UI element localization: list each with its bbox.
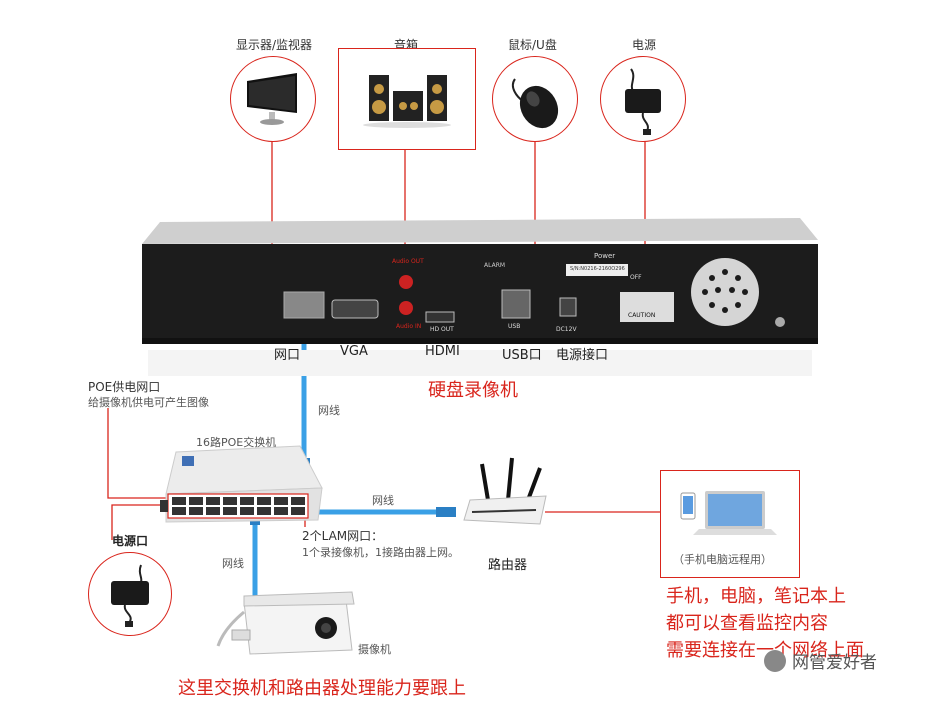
switch-power-label: 电源口 [112, 534, 149, 548]
switch-power-connector [111, 504, 165, 540]
mouse-label: 鼠标/U盘 [508, 38, 557, 52]
camera-hood [243, 591, 355, 607]
camera-cable [216, 610, 245, 647]
plug-2 [436, 507, 456, 517]
poe-desc: 给摄像机供电可产生图像 [88, 396, 209, 409]
nvr-bottom [142, 338, 818, 344]
poe-ports [172, 497, 305, 515]
port-label-network: 网口 [274, 348, 301, 363]
hd-out-text: HD OUT [430, 326, 454, 333]
switch-power-port [160, 500, 168, 512]
remote-caption: （手机电脑远程用） [673, 553, 772, 566]
remote-devices-icon [680, 491, 777, 535]
vga-port [331, 299, 379, 319]
port-label-usb: USB口 [502, 348, 542, 363]
antenna-1 [480, 463, 490, 501]
serial-sticker [566, 264, 628, 276]
power-adapter-icon-2 [111, 564, 149, 627]
nvr-top [142, 218, 818, 244]
port-label-power: 电源接口 [556, 348, 609, 363]
usb-port [501, 289, 531, 319]
cable-label-switch-router: 网线 [372, 494, 394, 507]
alarm-text: ALARM [484, 262, 506, 269]
monitor-label: 显示器/监视器 [236, 38, 313, 52]
remote-line2: 都可以查看监控内容 [666, 613, 828, 634]
hdmi-port [425, 311, 455, 323]
router-label: 路由器 [488, 558, 528, 573]
lan-desc: 1个录接像机，1接路由器上网。 [302, 546, 459, 559]
audio-in-port [399, 301, 413, 315]
power-label: 电源 [632, 38, 657, 52]
monitor-circle [230, 56, 316, 142]
speaker-box [338, 48, 476, 150]
fan-holes [702, 269, 748, 313]
bottom-note: 这里交换机和路由器处理能力要跟上 [178, 678, 466, 699]
remote-box: （手机电脑远程用） [660, 470, 800, 578]
cable-label-switch-camera: 网线 [222, 557, 244, 570]
remote-line1: 手机，电脑，笔记本上 [666, 586, 846, 607]
speaker-icon [363, 75, 451, 128]
mouse-icon [511, 78, 559, 129]
off-text: OFF [630, 274, 642, 281]
camera-mount [231, 629, 251, 641]
audio-in-text: Audio IN [396, 323, 422, 330]
watermark: 网管爱好者 [764, 648, 877, 673]
watermark-text: 网管爱好者 [792, 653, 877, 673]
nvr-reflection [148, 350, 812, 376]
caution-text: CAUTION [628, 312, 656, 319]
power-circle [600, 56, 686, 142]
serial-text: S/N:N0216-2160O296 [570, 266, 625, 272]
dc-port [559, 297, 577, 317]
remote-line3: 需要连接在一个网络上面 [666, 640, 864, 661]
caution-sticker [620, 292, 674, 322]
power-adapter-icon [625, 68, 661, 135]
monitor-icon [247, 73, 297, 125]
lan-port [283, 291, 325, 319]
antenna-2 [506, 457, 514, 501]
usb-small-text: USB [508, 323, 521, 330]
lan-title: 2个LAM网口： [302, 529, 384, 543]
wechat-icon [764, 649, 786, 672]
mouse-circle [492, 56, 578, 142]
cable-label-nvr-switch: 网线 [318, 404, 340, 417]
antenna-3 [526, 467, 542, 501]
switch-logo [182, 456, 194, 466]
router-leds [471, 509, 537, 513]
port-label-hdmi: HDMI [425, 344, 460, 359]
ground-screw [775, 317, 785, 327]
dc12v-text: DC12V [556, 326, 577, 333]
audio-out-port [399, 275, 413, 289]
switch-power-circle [88, 552, 172, 636]
nvr-title: 硬盘录像机 [428, 380, 518, 401]
audio-out-text: Audio OUT [392, 258, 424, 265]
port-label-vga: VGA [340, 344, 368, 359]
power-top-text: Power [594, 252, 616, 260]
fan-grille [691, 258, 759, 326]
switch-name: 16路POE交换机 [196, 436, 277, 449]
camera-label: 摄像机 [358, 643, 391, 656]
poe-connector [107, 408, 170, 499]
poe-title: POE供电网口 [88, 380, 161, 394]
